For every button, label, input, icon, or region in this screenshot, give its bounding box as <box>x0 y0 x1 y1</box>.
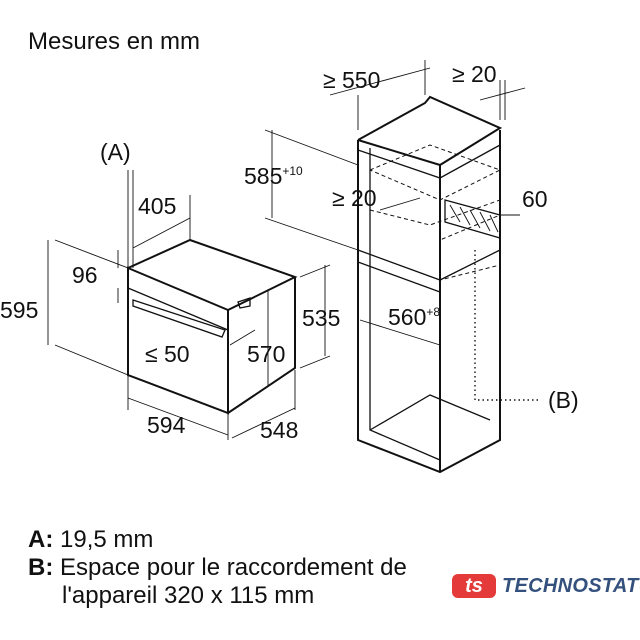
label-b: (B) <box>548 387 579 413</box>
dim-oven-depth-top: 405 <box>138 193 176 219</box>
legend-a-text: 19,5 mm <box>60 526 154 553</box>
oven-drawing <box>127 238 298 415</box>
dim-oven-height-total: 595 <box>0 297 38 323</box>
legend-a-key: A: <box>28 526 54 553</box>
technostatus-logo: ts TECHNOSTATUS <box>452 574 640 598</box>
cabinet-width-tolerance: +8 <box>426 305 440 319</box>
niche-height-value: 585 <box>244 163 282 189</box>
cabinet-drawing <box>357 95 540 474</box>
dim-oven-gap: ≤ 50 <box>145 341 190 367</box>
legend-b-key: B: <box>28 554 54 581</box>
dim-cabinet-niche-height: 585+10 <box>244 163 303 189</box>
dim-oven-panel: 96 <box>72 262 98 288</box>
logo-text: TECHNOSTATUS <box>502 574 640 597</box>
page-title: Mesures en mm <box>28 28 201 55</box>
legend-b-text-1: Espace pour le raccordement de <box>60 554 407 581</box>
legend-b: B: Espace pour le raccordement de <box>28 554 407 582</box>
dim-oven-height-inner: 570 <box>247 341 285 367</box>
dim-oven-height-body: 535 <box>302 305 340 331</box>
dim-cabinet-gap-back: ≥ 20 <box>452 61 497 87</box>
logo-mark-icon: ts <box>452 574 496 598</box>
dim-cabinet-vent: 60 <box>522 186 548 212</box>
oven-dimension-lines <box>47 170 331 440</box>
cabinet-width-value: 560 <box>388 304 426 330</box>
label-a: (A) <box>100 139 131 165</box>
dim-cabinet-width: 560+8 <box>388 304 440 330</box>
dim-oven-width: 594 <box>147 412 186 438</box>
dim-cabinet-depth: ≥ 550 <box>323 67 380 93</box>
legend-b-line2: l'appareil 320 x 115 mm <box>62 582 315 609</box>
niche-height-tolerance: +10 <box>282 164 303 178</box>
dim-oven-depth: 548 <box>260 417 298 443</box>
legend-a: A: 19,5 mm <box>28 526 153 554</box>
cabinet-dimension-lines <box>264 60 526 346</box>
dim-cabinet-gap-inner: ≥ 20 <box>332 185 377 211</box>
